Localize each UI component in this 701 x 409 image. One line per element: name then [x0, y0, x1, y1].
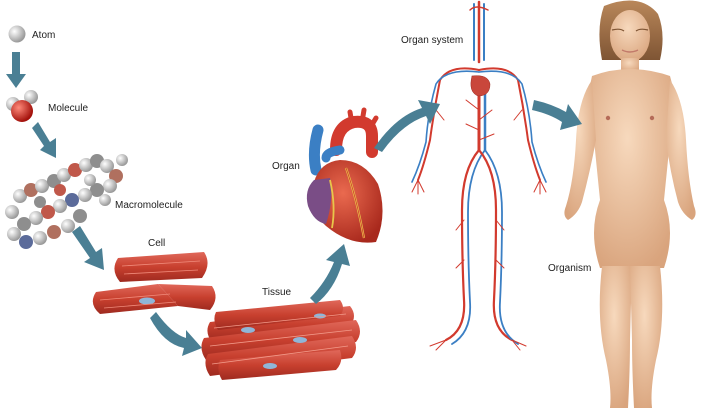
cardiovascular-system-illustration	[411, 0, 547, 351]
arrow-organ-system-to-organism	[532, 100, 582, 130]
label-organism: Organism	[548, 263, 592, 274]
label-macromolecule: Macromolecule	[115, 200, 183, 211]
label-tissue: Tissue	[262, 287, 292, 298]
arrow-macromolecule-to-cell	[72, 226, 104, 270]
arrow-organ-to-organ-system	[374, 100, 440, 152]
label-molecule: Molecule	[48, 103, 89, 114]
arrow-atom-to-molecule	[6, 52, 26, 88]
progression-arrows	[6, 52, 582, 356]
arrow-tissue-to-organ	[310, 244, 350, 304]
arrow-molecule-to-macromolecule	[32, 122, 56, 158]
tissue-illustration	[201, 300, 360, 380]
cell-illustration	[92, 252, 216, 314]
human-figure-illustration	[564, 0, 696, 408]
atom-illustration	[8, 25, 26, 43]
macromolecule-illustration	[5, 154, 128, 249]
oxygen-sphere	[11, 100, 33, 122]
label-organ-system: Organ system	[401, 35, 464, 46]
molecule-illustration	[6, 90, 38, 122]
label-atom: Atom	[32, 30, 56, 41]
label-cell: Cell	[148, 238, 166, 249]
hydrogen-sphere-2	[24, 90, 38, 104]
label-organ: Organ	[272, 161, 300, 172]
arrow-cell-to-tissue	[150, 312, 202, 356]
heart-illustration	[306, 107, 383, 243]
atom-sphere	[8, 25, 26, 43]
